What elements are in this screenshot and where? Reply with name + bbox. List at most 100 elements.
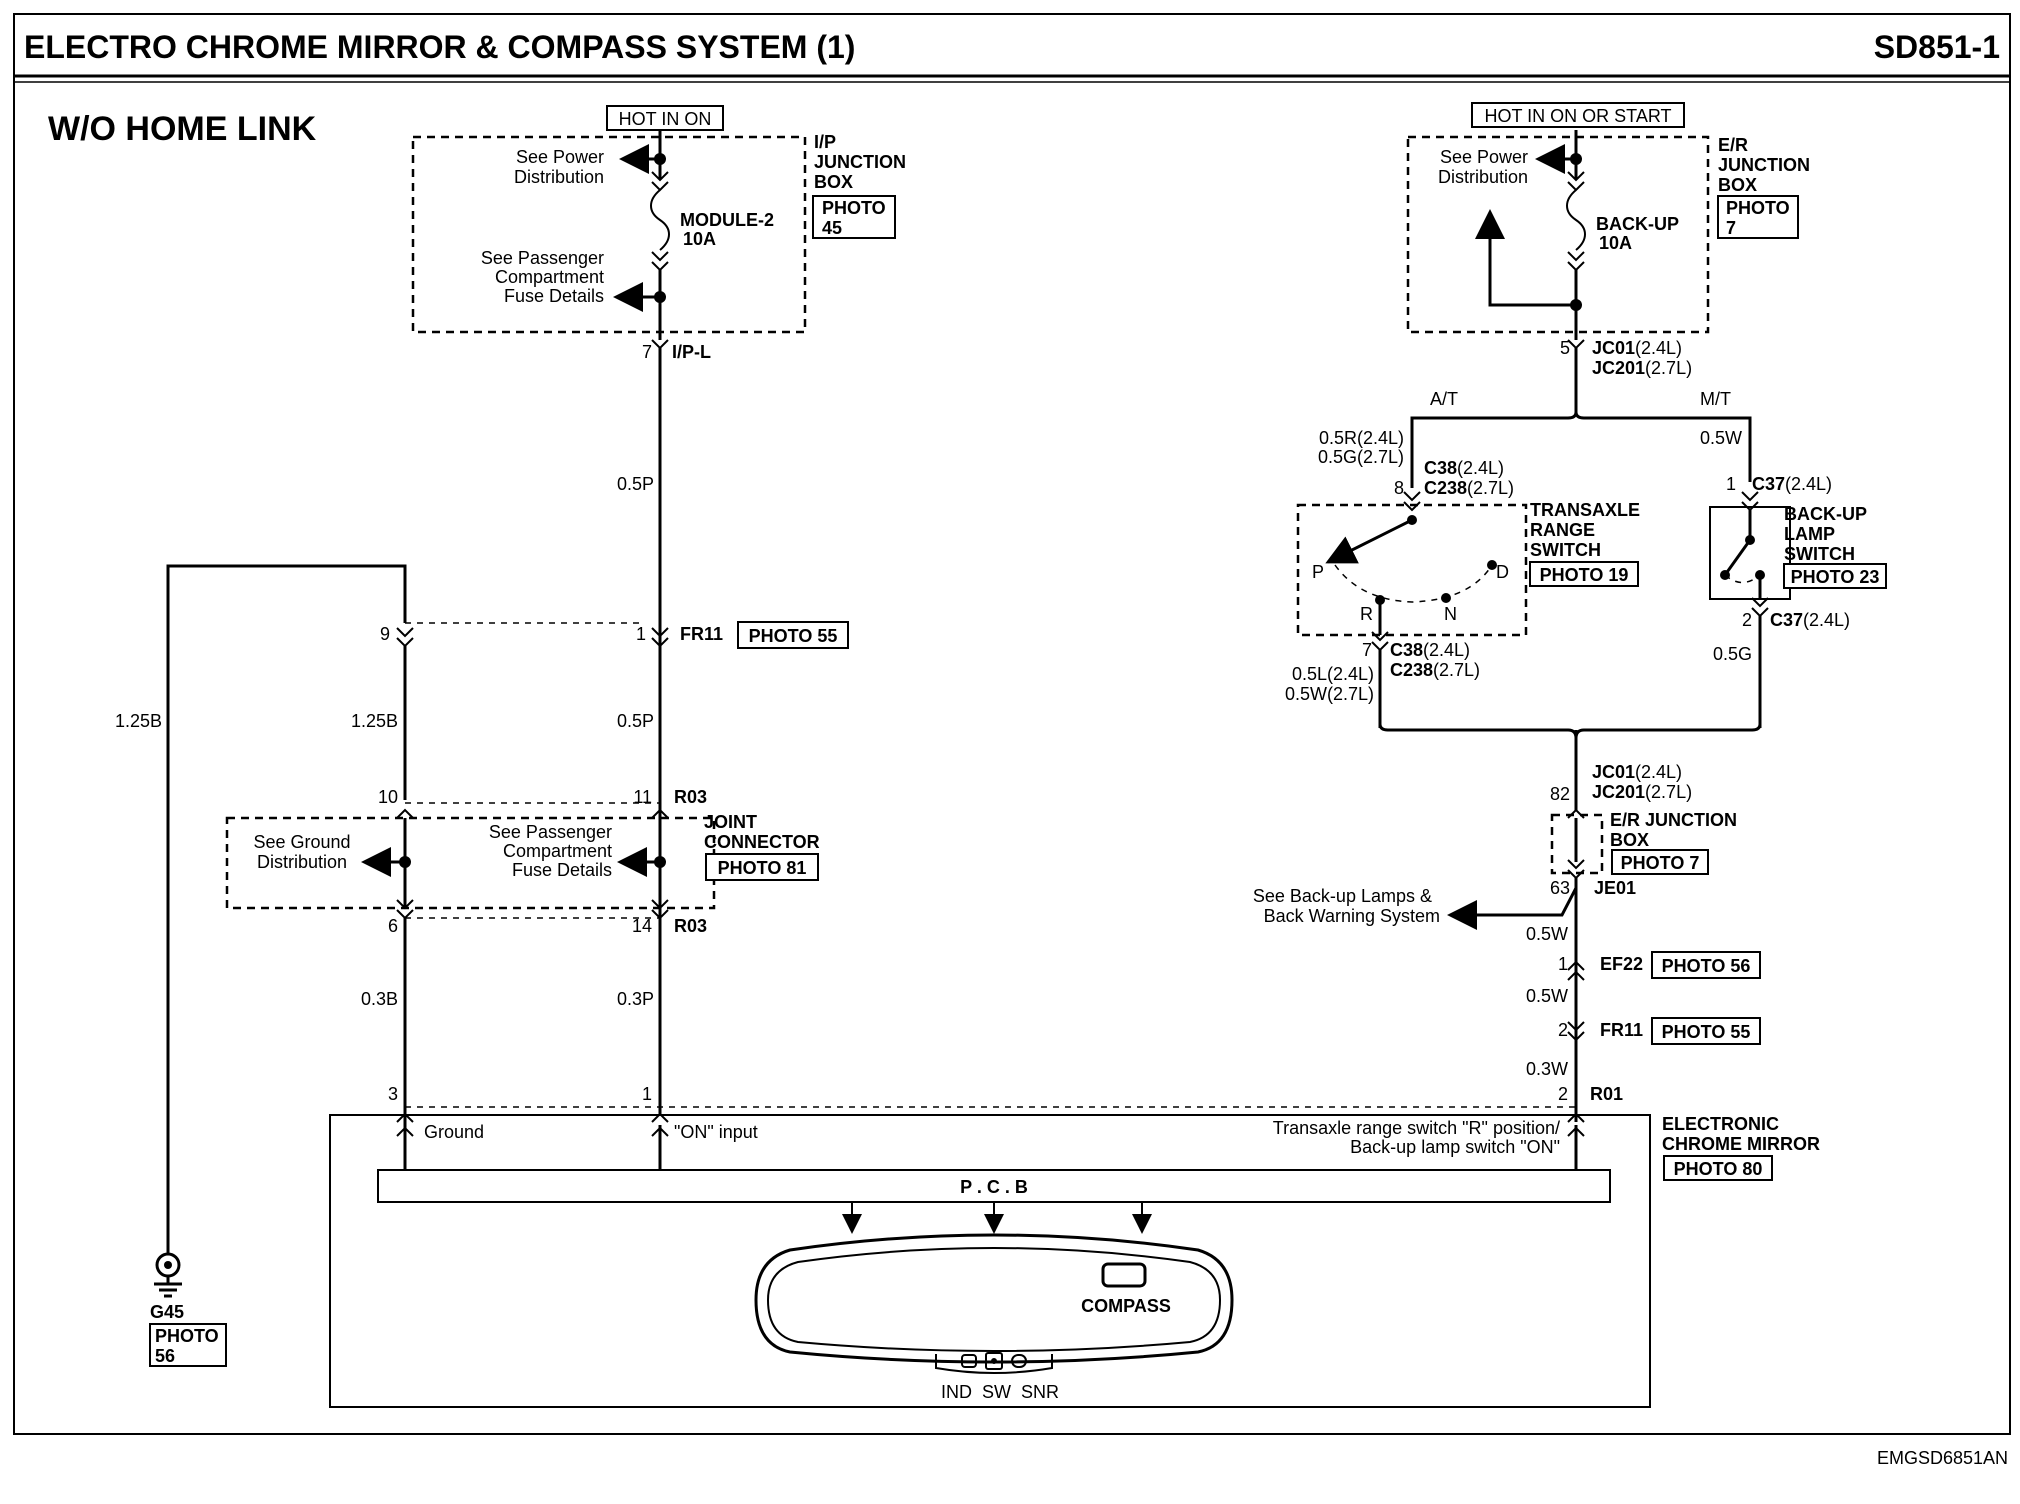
joint-photo: PHOTO 81 — [718, 858, 807, 878]
c38-label-b: C38(2.4L) — [1390, 640, 1470, 660]
see-ground: See Ground — [253, 832, 350, 852]
wire-label-05r: 0.5R(2.4L) — [1319, 428, 1404, 448]
fr11r-pin-2: 2 — [1558, 1020, 1568, 1040]
trs-pos-p: P — [1312, 562, 1324, 582]
wire-label-05w: 0.5W — [1700, 428, 1742, 448]
ip-see-power: See Power — [516, 147, 604, 167]
snr-icon — [1011, 1354, 1027, 1368]
fr11-pin-9: 9 — [380, 624, 390, 644]
ip-see-pass-3: Fuse Details — [504, 286, 604, 306]
er-see-power-2: Distribution — [1438, 167, 1528, 187]
erjb-name: E/R JUNCTION — [1610, 810, 1737, 830]
c38-pin-8: 8 — [1394, 478, 1404, 498]
fr11-label: FR11 — [680, 624, 723, 644]
je-pin-63: 63 — [1550, 878, 1570, 898]
pcb-label: P . C . B — [960, 1177, 1028, 1197]
er-box-name-3: BOX — [1718, 175, 1757, 195]
c37-label-b: C37(2.4L) — [1770, 610, 1850, 630]
ip-photo-num: 45 — [822, 218, 842, 238]
c37-pin-1: 1 — [1726, 474, 1736, 494]
rearview-mirror-icon — [754, 1233, 1234, 1364]
trs-name-2: RANGE — [1530, 520, 1595, 540]
r01-pin-2: 2 — [1558, 1084, 1568, 1104]
jc01-mid: JC01(2.4L) — [1592, 762, 1682, 782]
er-fuse-name: BACK-UP — [1596, 214, 1679, 234]
er-conn-jc01: JC01(2.4L) — [1592, 338, 1682, 358]
mirror-pin-1: 1 — [642, 1084, 652, 1104]
er-conn-jc201: JC201(2.7L) — [1592, 358, 1692, 378]
bls-photo: PHOTO 23 — [1791, 567, 1880, 587]
c38-pin-7: 7 — [1362, 640, 1372, 660]
c37-pin-2: 2 — [1742, 610, 1752, 630]
g45-photo-num: 56 — [155, 1346, 175, 1366]
ip-junction-box — [411, 135, 807, 334]
trs-pos-n: N — [1444, 604, 1457, 624]
bls-name: BACK-UP — [1784, 504, 1867, 524]
ef22-photo: PHOTO 56 — [1662, 956, 1751, 976]
joint-see-pass: See Passenger — [489, 822, 612, 842]
ip-fuse-name: MODULE-2 — [680, 210, 774, 230]
joint-name: JOINT — [704, 812, 757, 832]
trs-name-3: SWITCH — [1530, 540, 1601, 560]
page-title: ELECTRO CHROME MIRROR & COMPASS SYSTEM (… — [24, 29, 855, 65]
trs-pos-d: D — [1496, 562, 1509, 582]
page-frame — [13, 13, 2011, 1435]
ip-box-name-2: JUNCTION — [814, 152, 906, 172]
er-junction-box-small — [1550, 813, 1604, 875]
ip-see-power-2: Distribution — [514, 167, 604, 187]
wire-label-05w27: 0.5W(2.7L) — [1285, 684, 1374, 704]
trs-pos-r: R — [1360, 604, 1373, 624]
fr11-photo: PHOTO 55 — [749, 626, 838, 646]
wire-label-03w: 0.3W — [1526, 1059, 1568, 1079]
g45-label: G45 — [150, 1302, 184, 1322]
wire-label-05w-a: 0.5W — [1526, 924, 1568, 944]
jc-pin-82: 82 — [1550, 784, 1570, 804]
ip-pin: 7 — [642, 342, 652, 362]
er-photo: PHOTO — [1726, 198, 1790, 218]
backup-lamp-switch-box — [1709, 506, 1791, 600]
joint-see-pass-3: Fuse Details — [512, 860, 612, 880]
g45-photo: PHOTO — [155, 1326, 219, 1346]
mirror-pin-3: 3 — [388, 1084, 398, 1104]
er-photo-num: 7 — [1726, 218, 1736, 238]
fr11r-photo: PHOTO 55 — [1662, 1022, 1751, 1042]
joint-see-pass-2: Compartment — [503, 841, 612, 861]
transaxle-range-switch-box — [1296, 503, 1528, 637]
trs-name: TRANSAXLE — [1530, 500, 1640, 520]
wire-label-125b-b: 1.25B — [351, 711, 398, 731]
bls-name-3: SWITCH — [1784, 544, 1855, 564]
see-ground-2: Distribution — [257, 852, 347, 872]
er-pin: 5 — [1560, 338, 1570, 358]
ip-fuse-icon — [650, 171, 670, 272]
r01-label: R01 — [1590, 1084, 1623, 1104]
wire-125b-ground — [166, 564, 407, 1255]
mirror-name: ELECTRONIC — [1662, 1114, 1779, 1134]
r03-pin-11: 11 — [633, 787, 652, 807]
ef22-label: EF22 — [1600, 954, 1643, 974]
see-backup-lamps: See Back-up Lamps & — [1253, 886, 1432, 906]
er-hot-label: HOT IN ON OR START — [1484, 106, 1671, 126]
mirror-on-input-label: "ON" input — [674, 1122, 758, 1142]
at-label: A/T — [1430, 389, 1458, 409]
er-box-name-2: JUNCTION — [1718, 155, 1810, 175]
fr11-pin-1: 1 — [636, 624, 646, 644]
compass-display-icon — [1101, 1262, 1147, 1288]
erjb-photo: PHOTO 7 — [1621, 853, 1700, 873]
page-code: SD851-1 — [1874, 29, 2000, 65]
mirror-name-2: CHROME MIRROR — [1662, 1134, 1820, 1154]
wire-label-05w-b: 0.5W — [1526, 986, 1568, 1006]
erjb-name-2: BOX — [1610, 830, 1649, 850]
diagram-subtitle: W/O HOME LINK — [48, 110, 317, 148]
ef22-pin-1: 1 — [1558, 954, 1568, 974]
compass-label: COMPASS — [1081, 1296, 1171, 1316]
bls-name-2: LAMP — [1784, 524, 1835, 544]
mirror-trs-note-2: Back-up lamp switch "ON" — [1350, 1137, 1560, 1157]
ind-sw-snr-label: IND SW SNR — [941, 1382, 1059, 1402]
wire-label-03b: 0.3B — [361, 989, 398, 1009]
er-fuse-rating: 10A — [1599, 233, 1632, 253]
footer-code: EMGSD6851AN — [1877, 1448, 2008, 1468]
joint-name-2: CONNECTOR — [704, 832, 820, 852]
ip-see-pass: See Passenger — [481, 248, 604, 268]
je01-label: JE01 — [1594, 878, 1636, 898]
